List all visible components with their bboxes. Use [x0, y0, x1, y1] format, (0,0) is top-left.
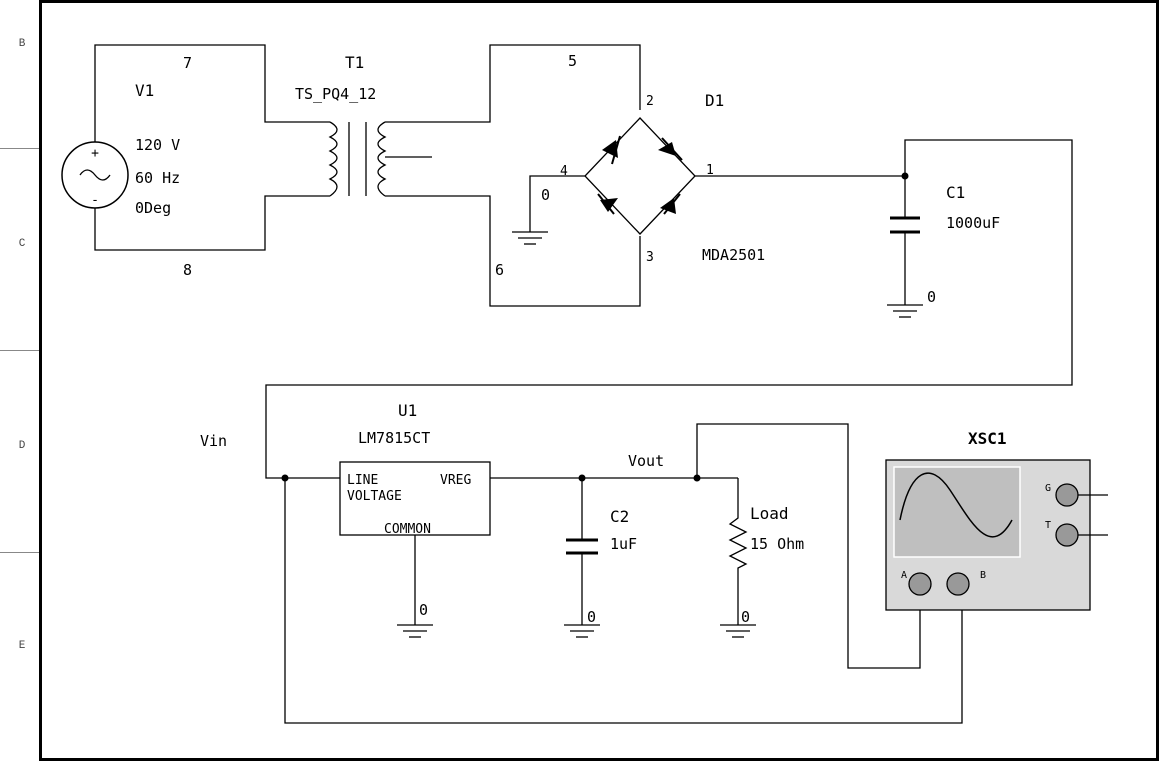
u1-pin-common: COMMON: [384, 522, 431, 537]
net-label-6: 6: [495, 261, 504, 279]
sheet-border-strip: B C D E: [0, 0, 42, 761]
t1-model-label: TS_PQ4_12: [295, 85, 376, 103]
ground-icon: [887, 304, 923, 318]
ac-source-v1[interactable]: + -: [61, 141, 129, 209]
net-label-vin: Vin: [200, 432, 227, 450]
scope-waveform: [899, 472, 1013, 538]
wires-secondary: [385, 44, 641, 307]
border-row-label-e: E: [18, 640, 26, 652]
net-label-0-c2: 0: [587, 608, 596, 626]
border-row-label-b: B: [18, 38, 26, 50]
oscilloscope-xsc1[interactable]: G T A B: [885, 459, 1108, 611]
v1-ref-label: V1: [135, 81, 154, 100]
c2-value-label: 1uF: [610, 535, 637, 553]
c1-ref-label: C1: [946, 183, 965, 202]
wires-primary: [94, 44, 330, 251]
net-label-7: 7: [183, 54, 192, 72]
wires-output: [284, 423, 963, 724]
net-label-0-c1: 0: [927, 288, 936, 306]
d1-model-label: MDA2501: [702, 246, 765, 264]
scope-label-b: B: [980, 570, 986, 581]
net-label-3: 3: [646, 250, 654, 265]
scope-label-g: G: [1045, 483, 1051, 494]
scope-terminal-a: [908, 572, 932, 596]
net-label-0-load: 0: [741, 608, 750, 626]
ground-icon: [512, 231, 548, 245]
scope-terminal-t: [1055, 523, 1079, 547]
scope-label-a: A: [901, 570, 907, 581]
net-label-2: 2: [646, 94, 654, 109]
border-row-label-d: D: [18, 440, 26, 452]
border-divider: [0, 148, 39, 149]
v1-phase-label: 0Deg: [135, 199, 171, 217]
ground-icon: [564, 624, 600, 638]
border-row-label-c: C: [18, 238, 26, 250]
v1-voltage-label: 120 V: [135, 136, 180, 154]
net-label-0-bridge: 0: [541, 186, 550, 204]
scope-terminal-g: [1055, 483, 1079, 507]
u1-model-label: LM7815CT: [358, 429, 430, 447]
u1-pin-line: LINE: [347, 473, 378, 488]
d1-ref-label: D1: [705, 91, 724, 110]
v1-plus-sign: +: [91, 146, 99, 161]
wires-bridge-out: [265, 139, 1073, 479]
load-value-label: 15 Ohm: [750, 535, 804, 553]
t1-ref-label: T1: [345, 53, 364, 72]
scope-label-t: T: [1045, 520, 1051, 531]
u1-pin-voltage: VOLTAGE: [347, 489, 402, 504]
net-label-1: 1: [706, 163, 714, 178]
bridge-rectifier-d1[interactable]: [584, 117, 696, 235]
u1-pin-vreg: VREG: [440, 473, 471, 488]
xsc1-ref-label: XSC1: [968, 429, 1007, 448]
capacitor-c1[interactable]: [890, 216, 920, 234]
net-label-4: 4: [560, 164, 568, 179]
net-label-vout: Vout: [628, 452, 664, 470]
u1-ref-label: U1: [398, 401, 417, 420]
load-resistor[interactable]: [728, 510, 748, 572]
capacitor-c2[interactable]: [566, 538, 598, 555]
c2-ref-label: C2: [610, 507, 629, 526]
scope-terminal-b: [946, 572, 970, 596]
ground-icon: [397, 624, 433, 638]
border-divider: [0, 350, 39, 351]
load-ref-label: Load: [750, 504, 789, 523]
junction-dots: [281, 172, 909, 482]
border-divider: [0, 552, 39, 553]
c1-value-label: 1000uF: [946, 214, 1000, 232]
net-label-5: 5: [568, 52, 577, 70]
transformer-t1[interactable]: [328, 121, 387, 197]
net-label-8: 8: [183, 261, 192, 279]
regulator-u1[interactable]: LINE VOLTAGE VREG COMMON: [339, 461, 491, 537]
v1-frequency-label: 60 Hz: [135, 169, 180, 187]
net-label-0-u1: 0: [419, 601, 428, 619]
ground-icon: [720, 624, 756, 638]
v1-minus-sign: -: [91, 193, 99, 208]
